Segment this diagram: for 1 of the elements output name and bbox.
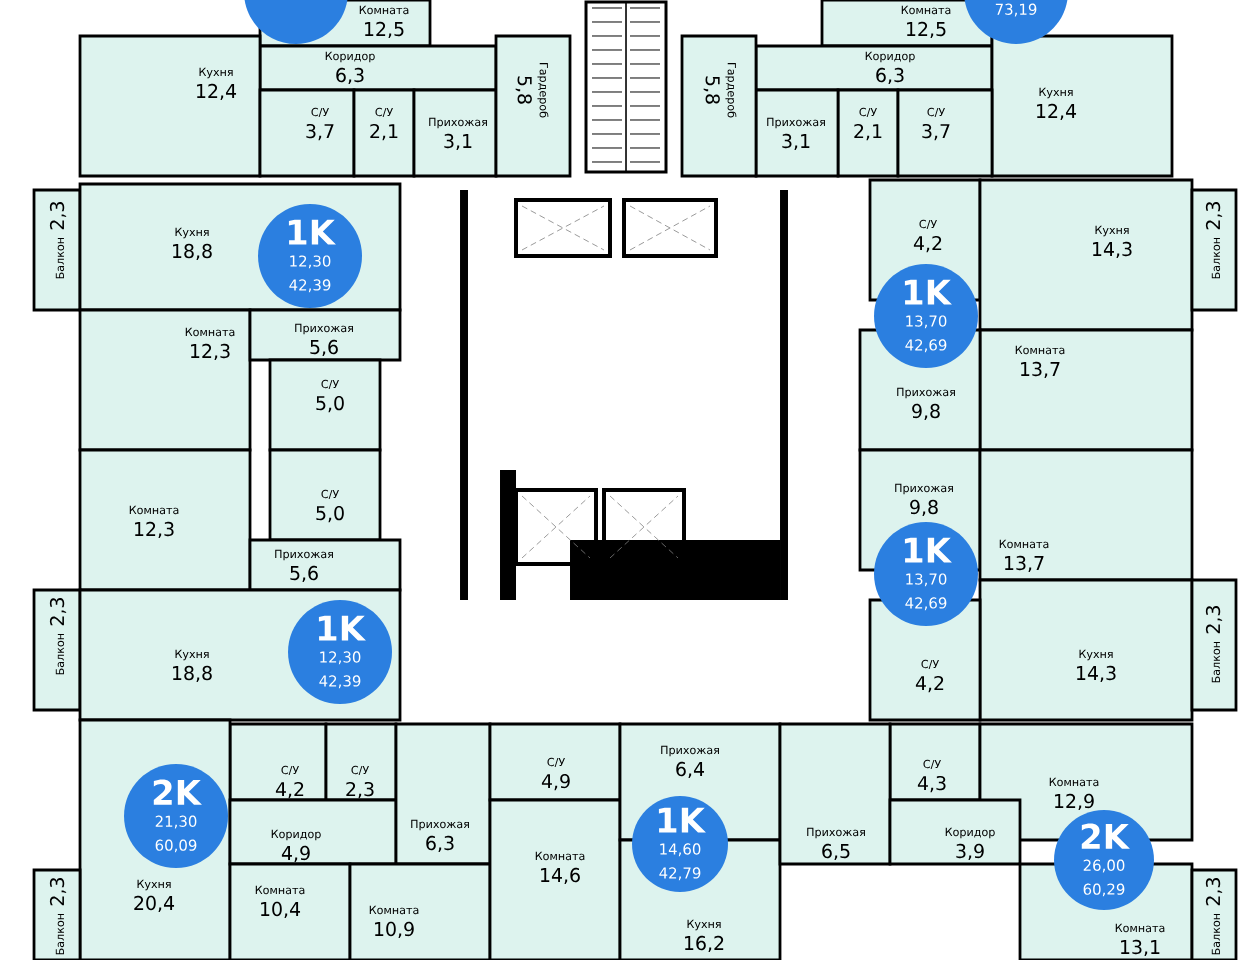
apartment-badge — [244, 0, 348, 44]
